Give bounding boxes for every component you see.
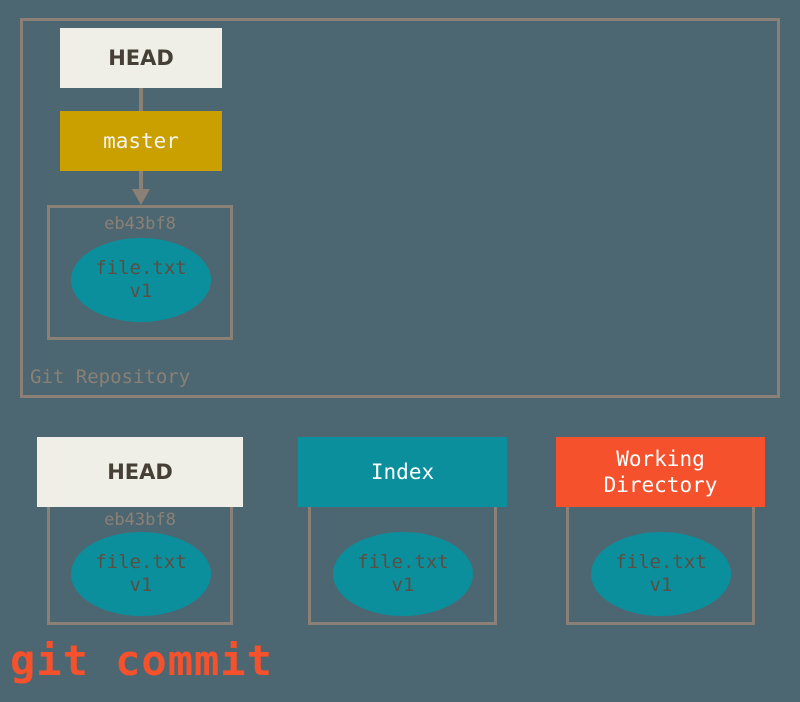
repo-head-box[interactable]: HEAD	[60, 28, 222, 88]
repo-commit-file-name: file.txt	[95, 257, 187, 279]
index-area-file-version: v1	[391, 574, 415, 596]
repo-commit-box: eb43bf8 file.txt v1	[47, 205, 233, 340]
repo-master-label: master	[103, 129, 179, 153]
repo-master-branch-box[interactable]: master	[60, 111, 222, 171]
index-area-label-box[interactable]: Index	[298, 437, 507, 507]
repo-commit-hash: eb43bf8	[104, 214, 176, 234]
master-to-commit-connector	[139, 171, 143, 191]
head-area-label: HEAD	[107, 460, 173, 484]
working-directory-label-box[interactable]: Working Directory	[556, 437, 765, 507]
index-area-box: file.txt v1	[308, 507, 497, 625]
head-area-file-name: file.txt	[95, 551, 187, 573]
head-area-box: eb43bf8 file.txt v1	[47, 507, 233, 625]
repo-commit-file-blob[interactable]: file.txt v1	[71, 238, 211, 322]
repo-head-label: HEAD	[108, 46, 174, 70]
index-area-file-blob[interactable]: file.txt v1	[333, 532, 473, 616]
working-directory-file-blob[interactable]: file.txt v1	[591, 532, 731, 616]
head-area-file-version: v1	[129, 574, 153, 596]
working-directory-box: file.txt v1	[566, 507, 755, 625]
git-repository-label: Git Repository	[30, 366, 191, 388]
working-directory-file-version: v1	[649, 574, 673, 596]
head-area-file-blob[interactable]: file.txt v1	[71, 532, 211, 616]
working-directory-file-name: file.txt	[615, 551, 707, 573]
index-area-file-name: file.txt	[357, 551, 449, 573]
working-directory-label-line-2: Directory	[603, 473, 718, 497]
working-directory-label-line-1: Working	[616, 447, 705, 471]
command-caption: git commit	[10, 636, 273, 685]
index-area-label: Index	[370, 460, 435, 484]
repo-commit-file-version: v1	[129, 280, 153, 302]
head-area-hash: eb43bf8	[104, 510, 176, 530]
head-area-label-box[interactable]: HEAD	[37, 437, 243, 507]
master-to-commit-arrow-icon	[132, 189, 150, 205]
git-repository-frame	[20, 18, 780, 398]
head-to-master-connector	[139, 88, 143, 111]
